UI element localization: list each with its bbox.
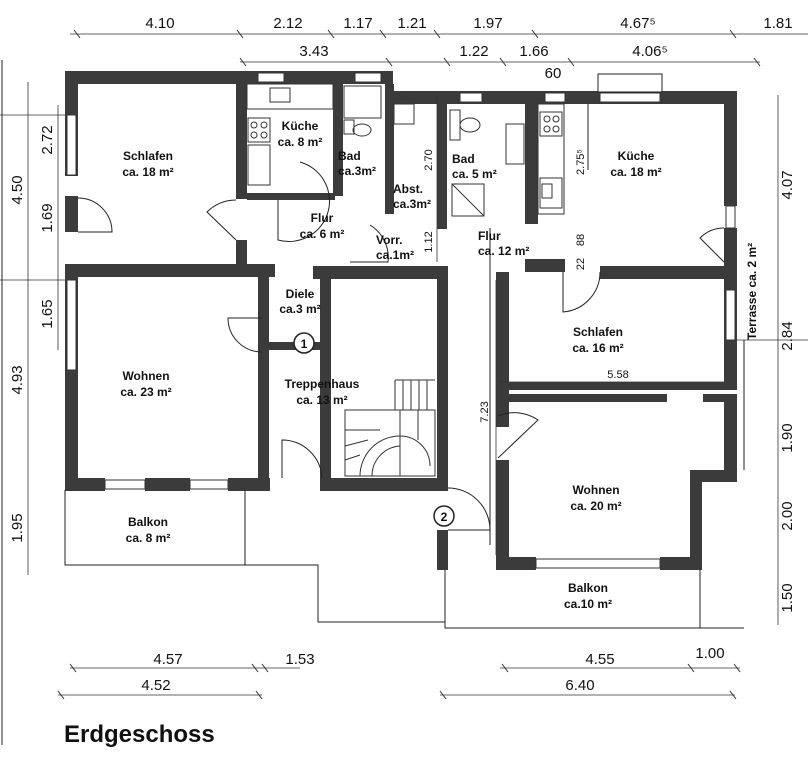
room-schlafen-left-area: ca. 18 m² (122, 165, 173, 179)
room-bad-left-area: ca.3m² (338, 164, 376, 178)
staircase (344, 379, 436, 477)
room-balkon-right-area: ca.10 m² (564, 597, 612, 611)
dim-left-outer-3: 1.95 (9, 513, 26, 542)
outer-outline (1, 60, 745, 745)
dim-right-4: 2.00 (779, 501, 796, 530)
dim-left-inner-3: 1.65 (39, 299, 56, 328)
room-treppenhaus-area: ca. 13 m² (296, 393, 347, 407)
dim-top2-1: 3.43 (299, 43, 328, 60)
dim-top2-2: 1.22 (459, 43, 488, 60)
door-swings (77, 104, 725, 545)
fixtures (246, 83, 565, 217)
dim-interior-7: 7.23 (479, 401, 491, 422)
room-flur-right-name: Flur (478, 229, 501, 243)
roof-window (597, 73, 663, 93)
dim-left-inner-2: 1.69 (39, 203, 56, 232)
dim-bottom-4: 1.00 (695, 645, 724, 662)
room-abst-name: Abst. (393, 182, 423, 196)
room-labels: Schlafen ca. 18 m² Küche ca. 8 m² Bad ca… (120, 119, 759, 611)
dim-interior-4: 88 (575, 234, 587, 246)
room-schlafen-left-name: Schlafen (123, 149, 173, 163)
dim-bottom-1: 4.57 (153, 651, 182, 668)
dimension-labels: 4.10 2.12 1.17 1.21 1.97 4.67⁵ 1.81 3.43… (9, 15, 796, 694)
dim-top-5: 1.97 (473, 15, 502, 32)
room-schlafen-right-area: ca. 16 m² (572, 341, 623, 355)
dimension-ticks (57, 29, 761, 700)
marker-2-label: 2 (441, 510, 448, 524)
dim-top-2: 2.12 (273, 15, 302, 32)
dim-top2-4: 4.06⁵ (632, 43, 667, 60)
dim-interior-2: 1.12 (423, 231, 435, 252)
room-kueche-left-name: Küche (282, 119, 319, 133)
room-terrasse-label: Terrasse ca. 2 m² (745, 243, 759, 340)
dim-interior-3: 2.75⁵ (575, 149, 587, 175)
room-diele-area: ca.3 m² (279, 302, 320, 316)
marker-1-label: 1 (301, 337, 308, 351)
dim-top-1: 4.10 (145, 15, 174, 32)
room-flur-left-name: Flur (311, 211, 334, 225)
dim-top-60: 60 (545, 65, 562, 82)
room-flur-left-area: ca. 6 m² (300, 227, 345, 241)
dim-right-1: 4.07 (779, 170, 796, 199)
dim-left-outer-1: 4.50 (9, 175, 26, 204)
dim-bottom-3: 4.55 (585, 651, 614, 668)
dim-bottom-2: 1.53 (285, 651, 314, 668)
dim-left-inner-1: 2.72 (39, 125, 56, 154)
windows (66, 72, 736, 569)
plan-title: Erdgeschoss (64, 721, 215, 748)
room-flur-right-area: ca. 12 m² (478, 244, 529, 258)
dim-interior-6: 5.58 (607, 369, 628, 381)
dim-bottom2-2: 6.40 (565, 677, 594, 694)
room-wohnen-left-area: ca. 23 m² (120, 385, 171, 399)
marker-1: 1 (293, 332, 315, 354)
room-vorr-name: Vorr. (376, 233, 402, 247)
room-balkon-left-name: Balkon (128, 515, 168, 529)
room-bad-right-name: Bad (452, 152, 475, 166)
dim-top-4: 1.21 (397, 15, 426, 32)
dim-right-2: 2.84 (779, 321, 796, 350)
room-bad-left-name: Bad (338, 149, 361, 163)
dim-left-outer-2: 4.93 (9, 365, 26, 394)
dim-interior-5: 22 (575, 258, 587, 270)
dim-right-5: 1.50 (779, 583, 796, 612)
dim-right-3: 1.90 (779, 423, 796, 452)
room-treppenhaus-name: Treppenhaus (285, 377, 360, 391)
room-wohnen-right-area: ca. 20 m² (570, 499, 621, 513)
dim-bottom2-1: 4.52 (141, 677, 170, 694)
room-wohnen-left-name: Wohnen (122, 369, 169, 383)
dim-top-3: 1.17 (343, 15, 372, 32)
dim-top-6: 4.67⁵ (620, 15, 655, 32)
room-balkon-left-area: ca. 8 m² (126, 531, 171, 545)
room-kueche-right-area: ca. 18 m² (610, 165, 661, 179)
dim-top2-3: 1.66 (519, 43, 548, 60)
dim-interior-1: 2.70 (423, 149, 435, 170)
room-kueche-left-area: ca. 8 m² (278, 135, 323, 149)
room-kueche-right-name: Küche (618, 149, 655, 163)
room-bad-right-area: ca. 5 m² (452, 167, 497, 181)
room-balkon-right-name: Balkon (568, 581, 608, 595)
marker-2: 2 (433, 505, 455, 527)
room-schlafen-right-name: Schlafen (573, 325, 623, 339)
dim-top-7: 1.81 (763, 15, 792, 32)
room-abst-area: ca.3m² (393, 197, 431, 211)
room-wohnen-right-name: Wohnen (572, 483, 619, 497)
room-diele-name: Diele (286, 287, 315, 301)
walls (65, 71, 737, 570)
room-vorr-area: ca.1m² (376, 248, 414, 262)
dimension-lines (0, 33, 808, 696)
